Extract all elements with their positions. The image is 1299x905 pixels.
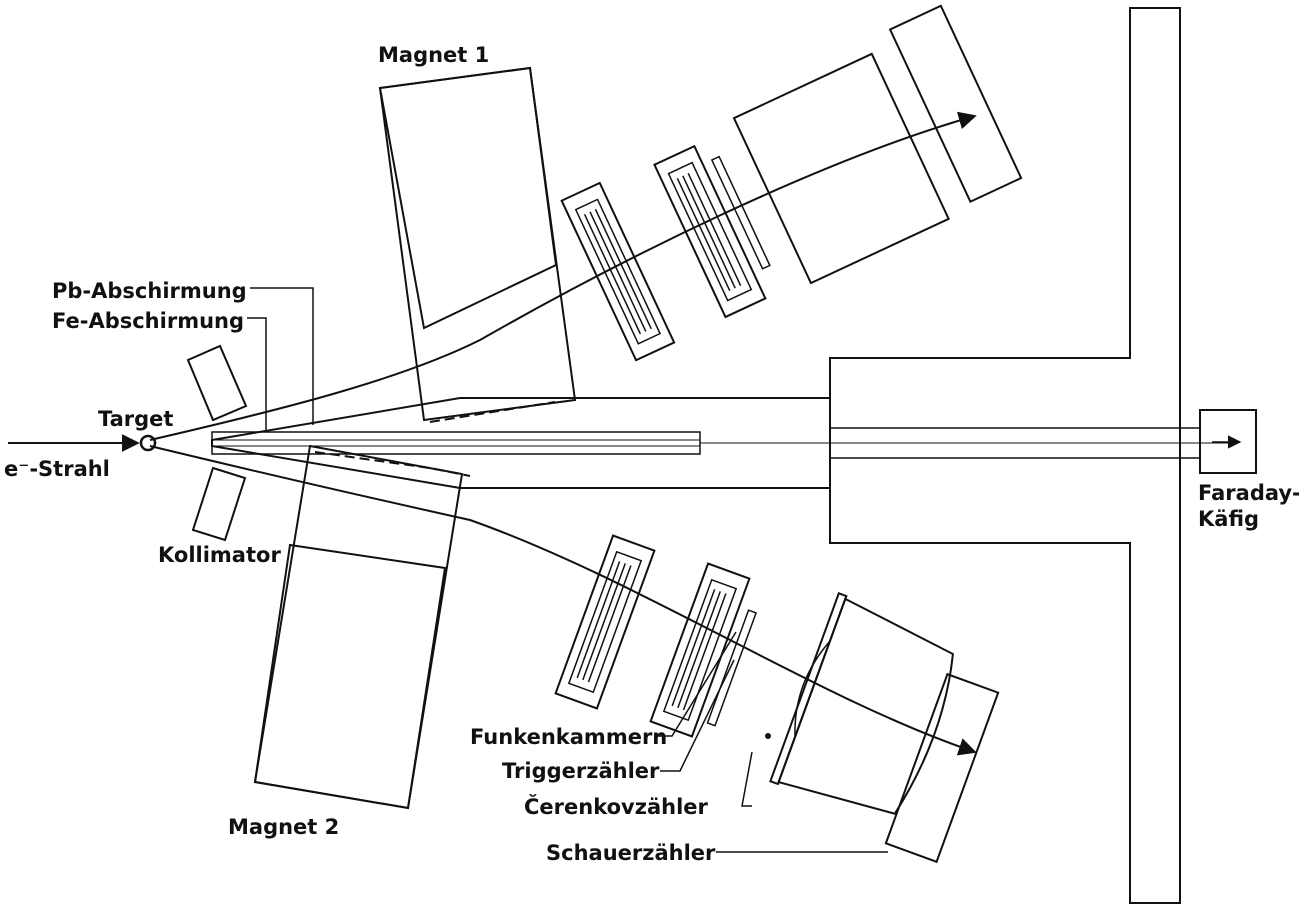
pb-shield-label: Pb-Abschirmung (52, 279, 247, 303)
target-label: Target (98, 407, 173, 431)
collimator-label: Kollimator (158, 543, 281, 567)
shielding-wall (829, 7, 1181, 904)
collimator-lower (191, 466, 247, 542)
upper-detector-arm (560, 4, 1023, 362)
beam-label: e⁻-Strahl (4, 457, 110, 481)
shower-counter-label: Schauerzähler (546, 841, 716, 865)
faraday-label-1: Faraday- (1198, 481, 1299, 505)
magnet-1 (378, 66, 577, 422)
upper-track (149, 111, 977, 441)
fe-shield-label: Fe-Abschirmung (52, 309, 244, 333)
magnet-2 (253, 444, 464, 810)
lower-track (149, 445, 977, 756)
lower-detector-arm (554, 534, 1000, 864)
magnet-2-label: Magnet 2 (228, 815, 339, 839)
magnet-1-label: Magnet 1 (378, 43, 489, 67)
faraday-cup (1199, 409, 1257, 474)
leader-lines (247, 287, 888, 853)
spark-chambers-label: Funkenkammern (470, 725, 667, 749)
trigger-counter-label: Triggerzähler (502, 759, 660, 783)
target-icon (139, 434, 157, 452)
faraday-label-2: Käfig (1198, 507, 1259, 531)
collimator-upper (186, 344, 248, 422)
cerenkov-counter-label: Čerenkovzähler (524, 794, 709, 819)
